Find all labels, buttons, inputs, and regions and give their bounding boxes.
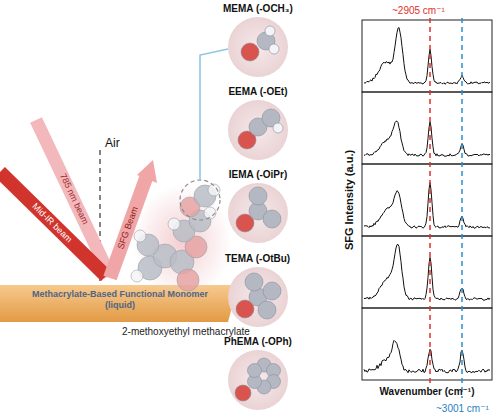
- side-group: [228, 350, 288, 410]
- beam-label: Mid-IR beam: [30, 201, 74, 245]
- axis-title: Wavenumber (cm⁻¹): [380, 386, 475, 398]
- atom: [245, 273, 263, 291]
- side-group: [228, 267, 288, 327]
- monomer-label: EEMA (-OEt): [228, 85, 287, 98]
- atom: [204, 207, 216, 219]
- molecule-circle: [228, 267, 288, 327]
- spectrum-frame: [362, 308, 492, 380]
- sfg-arrowhead: [137, 160, 157, 183]
- side-group: [228, 100, 288, 160]
- spectrum-trace: [364, 28, 490, 85]
- molecule-node: MEMA (-OCH₃): [223, 2, 293, 77]
- monomer-label: TEMA (-OtBu): [225, 252, 290, 265]
- atom: [177, 269, 199, 291]
- axis-title: SFG Intensity (a.u.): [343, 150, 356, 250]
- spectrum-frame: [362, 20, 492, 92]
- molecule-circle: [228, 100, 288, 160]
- molecule: [131, 184, 220, 291]
- molecule-circle: [228, 17, 288, 77]
- atom: [263, 282, 281, 300]
- spectrum-trace: [364, 121, 490, 156]
- zoom-leader: [200, 49, 228, 180]
- atom: [247, 364, 261, 378]
- peak-label: ~2905 cm⁻¹: [392, 5, 445, 17]
- substrate-label: Methacrylate-Based Functional Monomer (l…: [22, 289, 218, 311]
- side-group: [228, 183, 288, 243]
- spectrum-frame: [362, 236, 492, 308]
- peak-label: ~3001 cm⁻¹: [436, 403, 489, 415]
- atom: [131, 270, 143, 282]
- molecule-node: EEMA (-OEt): [228, 85, 288, 160]
- spectrum-frame: [362, 92, 492, 164]
- molecule-name: 2-methoxyethyl methacrylate: [122, 326, 250, 338]
- monomer-label: IEMA (-OiPr): [229, 168, 288, 181]
- atom: [235, 385, 251, 401]
- spectrum-frame: [362, 164, 492, 236]
- atom: [249, 187, 267, 205]
- molecule-circle: [228, 350, 288, 410]
- air-label: Air: [105, 136, 120, 150]
- spectra: [362, 20, 492, 380]
- molecule-node: IEMA (-OiPr): [228, 168, 288, 243]
- atom: [269, 44, 279, 54]
- atom: [208, 184, 220, 196]
- molecule-glow: [132, 184, 232, 300]
- atom: [168, 218, 180, 230]
- spectrum-trace: [364, 244, 490, 300]
- spectrum-trace: [364, 183, 490, 229]
- ir-beam: [0, 172, 106, 276]
- atom: [258, 301, 276, 319]
- molecule-circle: [228, 183, 288, 243]
- molecule-node: TEMA (-OtBu): [225, 252, 290, 327]
- atom: [263, 210, 281, 228]
- beam-label: 785 nm beam: [57, 172, 90, 226]
- monomer-label: MEMA (-OCH₃): [223, 2, 293, 15]
- side-group: [228, 17, 288, 77]
- molecule-node: PhEMA (-OPh): [224, 335, 292, 410]
- spectrum-trace: [364, 340, 490, 373]
- atom: [241, 43, 259, 61]
- atom: [265, 26, 275, 36]
- liquid-slab: [0, 285, 238, 322]
- atom: [134, 230, 146, 242]
- atom: [273, 123, 283, 133]
- zoom-circle: [180, 180, 220, 220]
- red-marker: [429, 18, 431, 384]
- blue-marker: [461, 18, 463, 398]
